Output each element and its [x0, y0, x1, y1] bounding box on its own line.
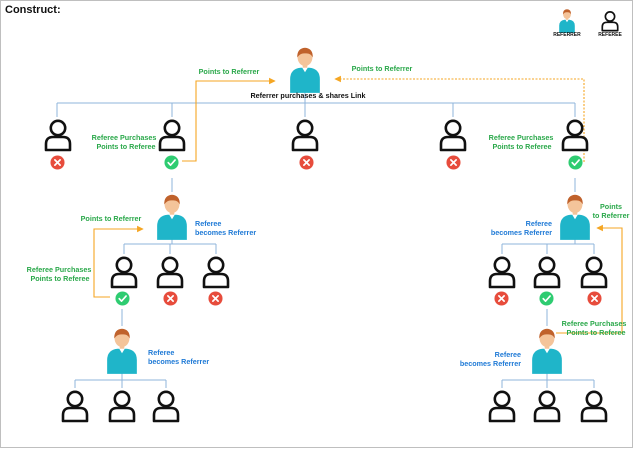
points-arrow-right-branch — [556, 224, 623, 334]
referee-icon-right-l3-1 — [488, 390, 516, 423]
right-points-to-referee-label: Points to Referee — [566, 328, 625, 337]
points-to-referrer-label-2: Points to Referrer — [352, 64, 413, 73]
referee-purchases-label-l1-5: Referee Purchases — [489, 133, 554, 142]
right-l3-referee-label: Referee — [495, 350, 521, 359]
referee-icon-right-l2-2 — [533, 256, 561, 289]
points-flow-arrows — [93, 75, 623, 334]
left-points-to-referee-label: Points to Referee — [30, 274, 89, 283]
referee-icon-left-l2-1 — [110, 256, 138, 289]
points-arrow-left-branch — [93, 225, 144, 298]
referee-icon-left-l3-2 — [108, 390, 136, 423]
cross-icon-l1-1 — [50, 155, 65, 170]
right-to-referrer-label: to Referrer — [593, 211, 630, 220]
referee-icon-l1-5 — [561, 119, 589, 152]
check-icon-l1-5 — [568, 155, 583, 170]
cross-icon-right-l2-1 — [494, 291, 509, 306]
points-to-referrer-label-1: Points to Referrer — [199, 67, 260, 76]
check-icon-left-l2-1 — [115, 291, 130, 306]
referee-icon-left-l2-3 — [202, 256, 230, 289]
referee-icon-l1-1 — [44, 119, 72, 152]
right-l3-becomes-referrer-label: becomes Referrer — [460, 359, 521, 368]
referee-icon-right-l2-1 — [488, 256, 516, 289]
points-arrow-top-left — [182, 77, 276, 162]
check-icon-right-l2-2 — [539, 291, 554, 306]
left-l3-referee-label: Referee — [148, 348, 174, 357]
referee-icon-l1-4 — [439, 119, 467, 152]
right-referee-purchases-label: Referee Purchases — [562, 319, 627, 328]
right-becomes-referrer-label: becomes Referrer — [491, 228, 552, 237]
legend-referee-label: REFEREE — [598, 32, 622, 38]
referee-purchases-label-l1-2: Referee Purchases — [92, 133, 157, 142]
left-referee-label: Referee — [195, 219, 221, 228]
referee-icon-left-l3-3 — [152, 390, 180, 423]
legend-referrer-icon — [559, 9, 575, 33]
referee-icon-right-l2-3 — [580, 256, 608, 289]
left-points-to-referrer-label: Points to Referrer — [81, 214, 142, 223]
left-l3-referrer-icon — [107, 328, 137, 374]
cross-icon-left-l2-2 — [163, 291, 178, 306]
points-to-referee-label-l1-5: Points to Referee — [492, 142, 551, 151]
top-referrer-icon — [290, 47, 320, 93]
referee-icon-left-l2-2 — [156, 256, 184, 289]
right-referrer-icon — [560, 194, 590, 240]
right-l3-referrer-icon — [532, 328, 562, 374]
cross-icon-left-l2-3 — [208, 291, 223, 306]
right-points-label: Points — [600, 202, 622, 211]
referee-icon-left-l3-1 — [61, 390, 89, 423]
legend-referrer-label: REFERRER — [553, 32, 581, 38]
points-to-referee-label-l1-2: Points to Referee — [96, 142, 155, 151]
referee-icon-right-l3-3 — [580, 390, 608, 423]
right-referee-label: Referee — [526, 219, 552, 228]
left-referee-purchases-label: Referee Purchases — [27, 265, 92, 274]
top-level-connectors — [56, 90, 595, 388]
cross-icon-l1-4 — [446, 155, 461, 170]
left-becomes-referrer-label: becomes Referrer — [195, 228, 256, 237]
points-arrow-top-right — [334, 75, 585, 162]
referee-icon-l1-2 — [158, 119, 186, 152]
check-icon-l1-2 — [164, 155, 179, 170]
cross-icon-right-l2-3 — [587, 291, 602, 306]
left-referrer-icon — [157, 194, 187, 240]
left-l3-becomes-referrer-label: becomes Referrer — [148, 357, 209, 366]
cross-icon-l1-3 — [299, 155, 314, 170]
referee-icon-right-l3-2 — [533, 390, 561, 423]
referee-icon-l1-3 — [291, 119, 319, 152]
legend-referee-icon — [601, 11, 619, 32]
top-caption: Referrer purchases & shares Link — [250, 91, 365, 100]
page-title: Construct: — [5, 4, 61, 16]
